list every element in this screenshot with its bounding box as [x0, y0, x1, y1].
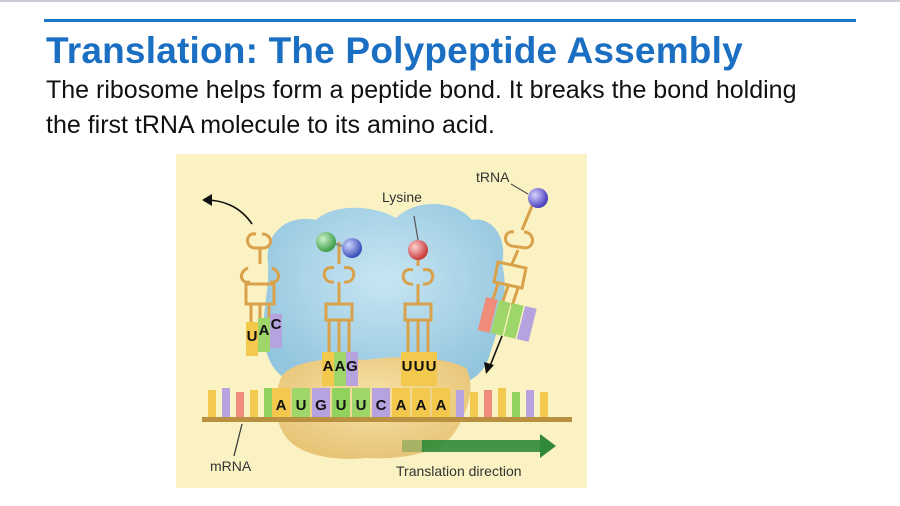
mrna-bases	[208, 388, 548, 417]
codon-letter: G	[315, 397, 327, 414]
anticodon-incoming	[477, 297, 537, 342]
incoming-arrowhead	[484, 362, 494, 374]
exit-arrowhead	[202, 194, 212, 206]
anticodon-letter: A	[259, 322, 270, 339]
direction-arrow-shaft	[422, 440, 540, 452]
amino-acid-green	[316, 232, 336, 252]
codon-bases	[272, 388, 450, 417]
trna-label: tRNA	[476, 169, 510, 185]
trna-p-site	[322, 242, 356, 352]
incoming-arrow	[489, 335, 503, 367]
anticodon-letter: U	[247, 328, 258, 345]
slide-body-text: The ribosome helps form a peptide bond. …	[46, 76, 797, 139]
anticodon-letter: U	[402, 358, 413, 375]
codon-letter: A	[276, 397, 287, 414]
anticodon-letter: U	[426, 358, 437, 375]
anticodon-letter: U	[414, 358, 425, 375]
anticodon-p: A A G	[322, 352, 358, 386]
lysine-label: Lysine	[382, 189, 422, 205]
top-border	[0, 0, 900, 2]
codon-letter: U	[296, 397, 307, 414]
codon-letter: U	[356, 397, 367, 414]
amino-acid-incoming	[528, 188, 548, 208]
direction-arrowhead	[540, 434, 556, 458]
mrna-pointer	[233, 423, 243, 457]
anticodon-a: U U U	[401, 352, 437, 386]
codon-letter: A	[436, 397, 447, 414]
anticodon-letter: A	[335, 358, 346, 375]
codon-letter: C	[376, 397, 387, 414]
anticodon-letter: G	[346, 358, 358, 375]
slide-title: Translation: The Polypeptide Assembly	[46, 30, 743, 71]
exit-arrow	[205, 199, 253, 225]
codon-letter: A	[416, 397, 427, 414]
codon-letter: A	[396, 397, 407, 414]
amino-acid-lysine	[408, 240, 428, 260]
mrna-label: mRNA	[210, 458, 252, 474]
title-divider	[44, 19, 856, 22]
anticodon-letter: A	[323, 358, 334, 375]
mrna-backbone	[202, 417, 572, 422]
direction-label: Translation direction	[396, 463, 522, 479]
trna-exiting	[240, 232, 280, 322]
anticodon-letter: C	[271, 316, 282, 333]
codon-letter: U	[336, 397, 347, 414]
translation-figure: A U G U U C A A A A A G U U U Ly	[176, 154, 587, 488]
anticodon-exiting: U A C	[246, 314, 282, 356]
amino-acid-blue	[342, 238, 362, 258]
codon-letters: A U G U U C A A A	[276, 397, 447, 414]
